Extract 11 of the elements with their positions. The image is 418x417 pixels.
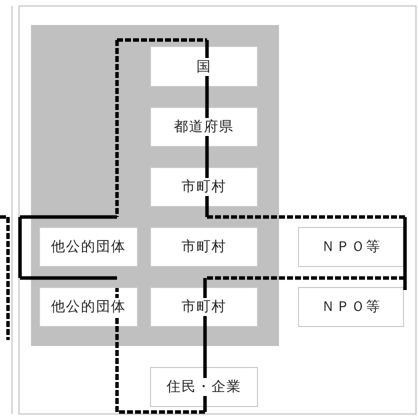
shaded-area <box>31 25 279 346</box>
label-box: 市町村 <box>150 227 258 267</box>
label-box: ＮＰＯ等 <box>298 287 404 327</box>
label-box: 他公的団体 <box>39 287 138 327</box>
label-box: 市町村 <box>150 167 258 207</box>
label-box: ＮＰＯ等 <box>298 227 404 267</box>
label-box: 他公的団体 <box>39 227 138 267</box>
label-box: 市町村 <box>150 287 258 327</box>
label-box: 国 <box>150 46 258 87</box>
label-box: 住民・企業 <box>150 367 258 407</box>
label-box: 都道府県 <box>150 107 258 147</box>
